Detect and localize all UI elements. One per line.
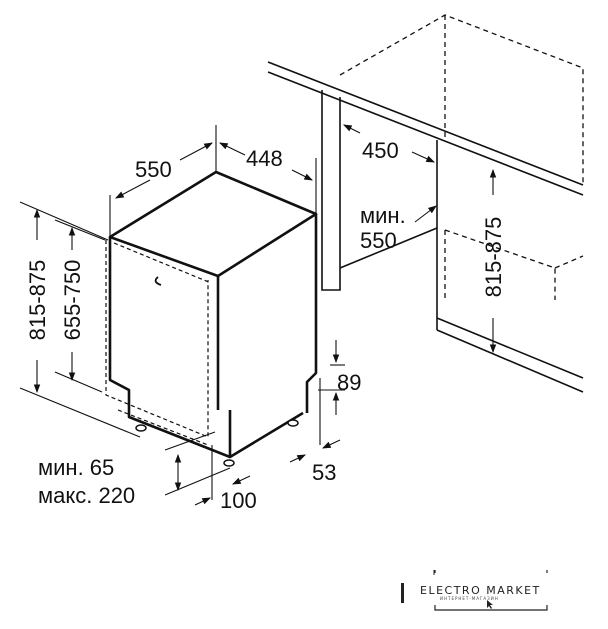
dim-depth: 550 [135,157,172,182]
dimension-lines [19,124,497,506]
dim-niche-width: 450 [362,138,399,163]
logo-name: ELECTRO MARKET [420,584,541,597]
dim-kick-max: макс. 220 [38,483,135,508]
cursor-icon [487,600,493,609]
dim-kick-min: мин. 65 [38,455,114,480]
dim-height-left: 815-875 [25,260,50,341]
dim-niche-depth: 550 [360,228,397,253]
door-handle-icon [154,276,162,286]
dishwasher-door-outline [105,240,212,446]
logo-subtitle: ИНТЕРНЕТ-МАГАЗИН [440,596,499,601]
dim-door-offset: 100 [220,488,257,513]
dim-width: 448 [246,146,283,171]
upper-cabinet-dashed [339,14,584,300]
dim-door-height: 655-750 [60,260,85,341]
dishwasher-feet [135,419,299,467]
electro-market-logo: ELECTRO MARKET ИНТЕРНЕТ-МАГАЗИН [401,570,548,611]
dim-niche-depth-label: мин. [360,203,406,228]
kitchen-cabinet [267,61,584,393]
dim-plinth-height: 89 [337,370,361,395]
dim-height-right: 815-875 [481,217,506,298]
dishwasher-body [108,170,318,459]
dim-plinth-depth: 53 [312,460,336,485]
